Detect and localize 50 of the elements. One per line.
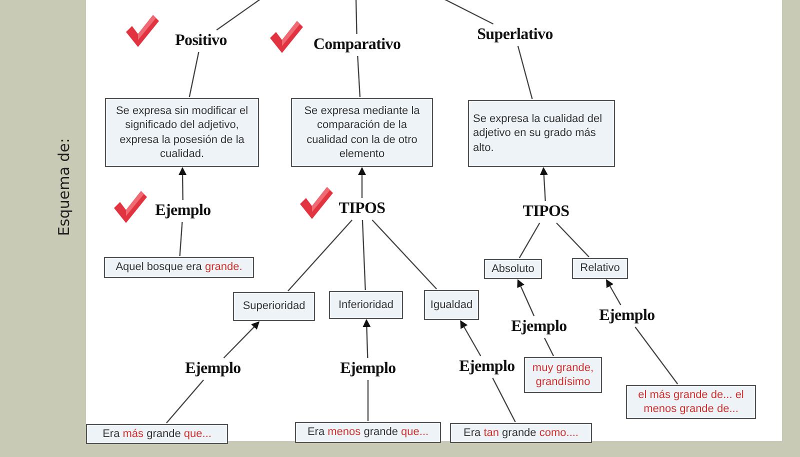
- connector-line: [362, 220, 366, 290]
- connector-line: [492, 378, 516, 422]
- heading-text: Ejemplo: [508, 316, 570, 338]
- heading-text: Ejemplo: [335, 358, 401, 380]
- connector-line: [517, 46, 533, 100]
- heading-text: TIPOS: [335, 198, 389, 220]
- connector-line: [518, 222, 540, 258]
- connector-line: [188, 52, 200, 98]
- text-box: Se expresa mediante la comparación de la cualidad con la de otro elemento: [291, 98, 433, 167]
- arrow: [540, 167, 548, 202]
- heading-text: Positivo: [160, 30, 242, 52]
- connector-line: [166, 380, 204, 424]
- arrow: [178, 167, 187, 200]
- heading-text: Comparativo: [305, 34, 409, 56]
- connector-line: [355, 0, 358, 34]
- arrow: [517, 279, 535, 316]
- text-box: muy grande, grandísimo: [524, 357, 602, 393]
- connector-line: [179, 222, 183, 256]
- connector-line: [372, 220, 438, 290]
- text-box: Relativo: [572, 258, 628, 279]
- text-box: Aquel bosque era grande.: [104, 257, 254, 278]
- text-box: Era más grande que...: [86, 424, 228, 444]
- heading-text: TIPOS: [520, 201, 572, 223]
- text-box: Era menos grande que...: [295, 422, 441, 443]
- text-box: Igualdad: [424, 290, 479, 320]
- text-box: Absoluto: [484, 259, 542, 279]
- heading-text: Superlativo: [470, 24, 560, 46]
- connector-line: [367, 380, 369, 421]
- arrow: [362, 319, 371, 358]
- connector-line: [556, 222, 590, 258]
- arrow: [606, 279, 622, 306]
- connector-line: [634, 326, 678, 384]
- arrow: [460, 320, 482, 356]
- text-box: el más grande de... el menos grande de...: [626, 385, 756, 419]
- text-box: Inferioridad: [329, 291, 403, 319]
- heading-text: Ejemplo: [150, 200, 216, 222]
- text-box: Era tan grande como....: [450, 423, 592, 443]
- arrow: [358, 167, 366, 198]
- heading-text: Ejemplo: [596, 305, 658, 327]
- text-box: Superioridad: [233, 292, 315, 321]
- side-title: Esquema de:: [55, 137, 73, 237]
- text-box: Se expresa la cualidad del adjetivo en su grado más alto.: [468, 100, 615, 167]
- arrow: [223, 321, 260, 358]
- connector-line: [544, 338, 554, 356]
- text-box: Se expresa sin modificar el significado del adjetivo, expresa la posesión de la cualidad.: [105, 98, 259, 167]
- connector-line: [288, 220, 353, 292]
- connector-line: [216, 0, 262, 30]
- heading-text: Ejemplo: [456, 356, 518, 378]
- heading-text: Ejemplo: [180, 358, 246, 380]
- connector-line: [357, 56, 361, 98]
